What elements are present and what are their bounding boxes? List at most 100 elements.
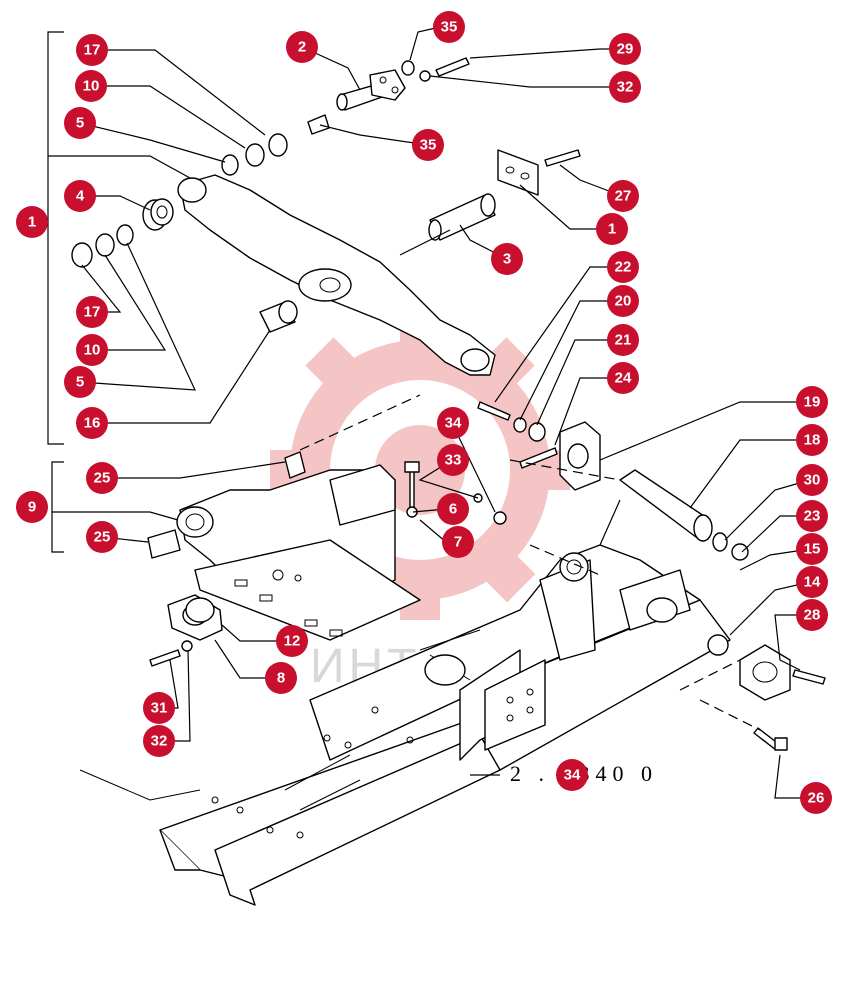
callout-10a[interactable]: 10 xyxy=(75,70,107,102)
callout-9[interactable]: 9 xyxy=(16,491,48,523)
svg-text:31: 31 xyxy=(151,700,168,717)
svg-text:16: 16 xyxy=(84,415,101,432)
callout-5a[interactable]: 5 xyxy=(64,107,96,139)
svg-text:25: 25 xyxy=(94,529,111,546)
svg-text:7: 7 xyxy=(454,534,462,551)
callout-12[interactable]: 12 xyxy=(276,625,308,657)
callout-5b[interactable]: 5 xyxy=(64,366,96,398)
callout-33[interactable]: 33 xyxy=(437,444,469,476)
centerline-2 xyxy=(529,544,601,576)
svg-text:25: 25 xyxy=(94,470,111,487)
circlips-left xyxy=(71,133,288,268)
svg-text:1: 1 xyxy=(28,214,36,231)
svg-text:3: 3 xyxy=(503,251,511,268)
svg-text:8: 8 xyxy=(277,670,285,687)
svg-text:18: 18 xyxy=(804,432,821,449)
callout-7[interactable]: 7 xyxy=(442,526,474,558)
svg-text:29: 29 xyxy=(617,41,634,58)
upper-lift-arm xyxy=(177,174,496,376)
svg-text:32: 32 xyxy=(151,733,168,750)
callout-15[interactable]: 15 xyxy=(796,533,828,565)
main-frame xyxy=(79,544,731,906)
svg-text:26: 26 xyxy=(808,790,825,807)
bushing-part-16 xyxy=(259,300,298,333)
callout-10b[interactable]: 10 xyxy=(76,334,108,366)
block-part-24 xyxy=(559,421,601,491)
svg-text:5: 5 xyxy=(76,115,84,132)
callout-35a[interactable]: 35 xyxy=(433,11,465,43)
pin-part-2 xyxy=(336,69,406,111)
centerline-3 xyxy=(679,659,741,691)
callout-26[interactable]: 26 xyxy=(800,782,832,814)
callout-20[interactable]: 20 xyxy=(607,285,639,317)
callout-32a[interactable]: 32 xyxy=(609,71,641,103)
svg-text:35: 35 xyxy=(420,137,437,154)
callout-27[interactable]: 27 xyxy=(607,180,639,212)
callout-16[interactable]: 16 xyxy=(76,407,108,439)
callout-32b[interactable]: 32 xyxy=(143,725,175,757)
centerline-4 xyxy=(699,699,761,731)
callout-34b[interactable]: 34 xyxy=(556,759,588,791)
plate-part-28 xyxy=(739,644,826,701)
callout-18[interactable]: 18 xyxy=(796,424,828,456)
callout-14[interactable]: 14 xyxy=(796,566,828,598)
callout-31[interactable]: 31 xyxy=(143,692,175,724)
callout-3[interactable]: 3 xyxy=(491,243,523,275)
callout-4[interactable]: 4 xyxy=(64,180,96,212)
lower-bracket-assembly xyxy=(176,464,421,641)
washer-part-14 xyxy=(707,634,729,656)
centerline-5 xyxy=(509,459,621,481)
centerline-1 xyxy=(299,394,421,451)
svg-text:14: 14 xyxy=(804,574,821,591)
svg-text:33: 33 xyxy=(445,452,462,469)
svg-text:10: 10 xyxy=(84,342,101,359)
bracket-group-9 xyxy=(51,461,179,553)
svg-text:1: 1 xyxy=(608,221,616,238)
pin-part-3 xyxy=(428,193,496,241)
svg-text:9: 9 xyxy=(28,499,36,516)
callout-2[interactable]: 2 xyxy=(286,31,318,63)
callout-25b[interactable]: 25 xyxy=(86,521,118,553)
pin-part-18 xyxy=(619,469,749,561)
callout-34a[interactable]: 34 xyxy=(437,407,469,439)
bolts-center xyxy=(404,401,558,525)
callout-17a[interactable]: 17 xyxy=(76,34,108,66)
svg-text:19: 19 xyxy=(804,394,821,411)
svg-text:28: 28 xyxy=(804,607,821,624)
washers-top xyxy=(307,57,470,135)
svg-text:2: 2 xyxy=(298,39,306,56)
callout-17b[interactable]: 17 xyxy=(76,296,108,328)
svg-text:34: 34 xyxy=(564,767,581,784)
svg-text:5: 5 xyxy=(76,374,84,391)
plate-top-right xyxy=(497,149,581,196)
callout-8[interactable]: 8 xyxy=(265,662,297,694)
callout-35b[interactable]: 35 xyxy=(412,129,444,161)
svg-text:20: 20 xyxy=(615,293,632,310)
callout-25a[interactable]: 25 xyxy=(86,462,118,494)
svg-text:21: 21 xyxy=(615,332,632,349)
bracket-group-1 xyxy=(47,31,191,445)
svg-text:32: 32 xyxy=(617,79,634,96)
callout-1a[interactable]: 1 xyxy=(16,206,48,238)
svg-text:23: 23 xyxy=(804,508,821,525)
callout-30[interactable]: 30 xyxy=(796,464,828,496)
svg-text:15: 15 xyxy=(804,541,821,558)
svg-text:10: 10 xyxy=(83,78,100,95)
svg-text:12: 12 xyxy=(284,633,301,650)
svg-text:17: 17 xyxy=(84,42,101,59)
callout-23[interactable]: 23 xyxy=(796,500,828,532)
callout-6[interactable]: 6 xyxy=(437,493,469,525)
callout-22[interactable]: 22 xyxy=(607,251,639,283)
bolt-part-31 xyxy=(149,640,193,667)
callout-28[interactable]: 28 xyxy=(796,599,828,631)
svg-text:35: 35 xyxy=(441,19,458,36)
callout-19[interactable]: 19 xyxy=(796,386,828,418)
flange-part-8 xyxy=(167,594,223,641)
callout-1b[interactable]: 1 xyxy=(596,213,628,245)
bushing-part-4 xyxy=(142,198,174,231)
callout-29[interactable]: 29 xyxy=(609,33,641,65)
svg-text:17: 17 xyxy=(84,304,101,321)
callout-21[interactable]: 21 xyxy=(607,324,639,356)
callout-24[interactable]: 24 xyxy=(607,362,639,394)
